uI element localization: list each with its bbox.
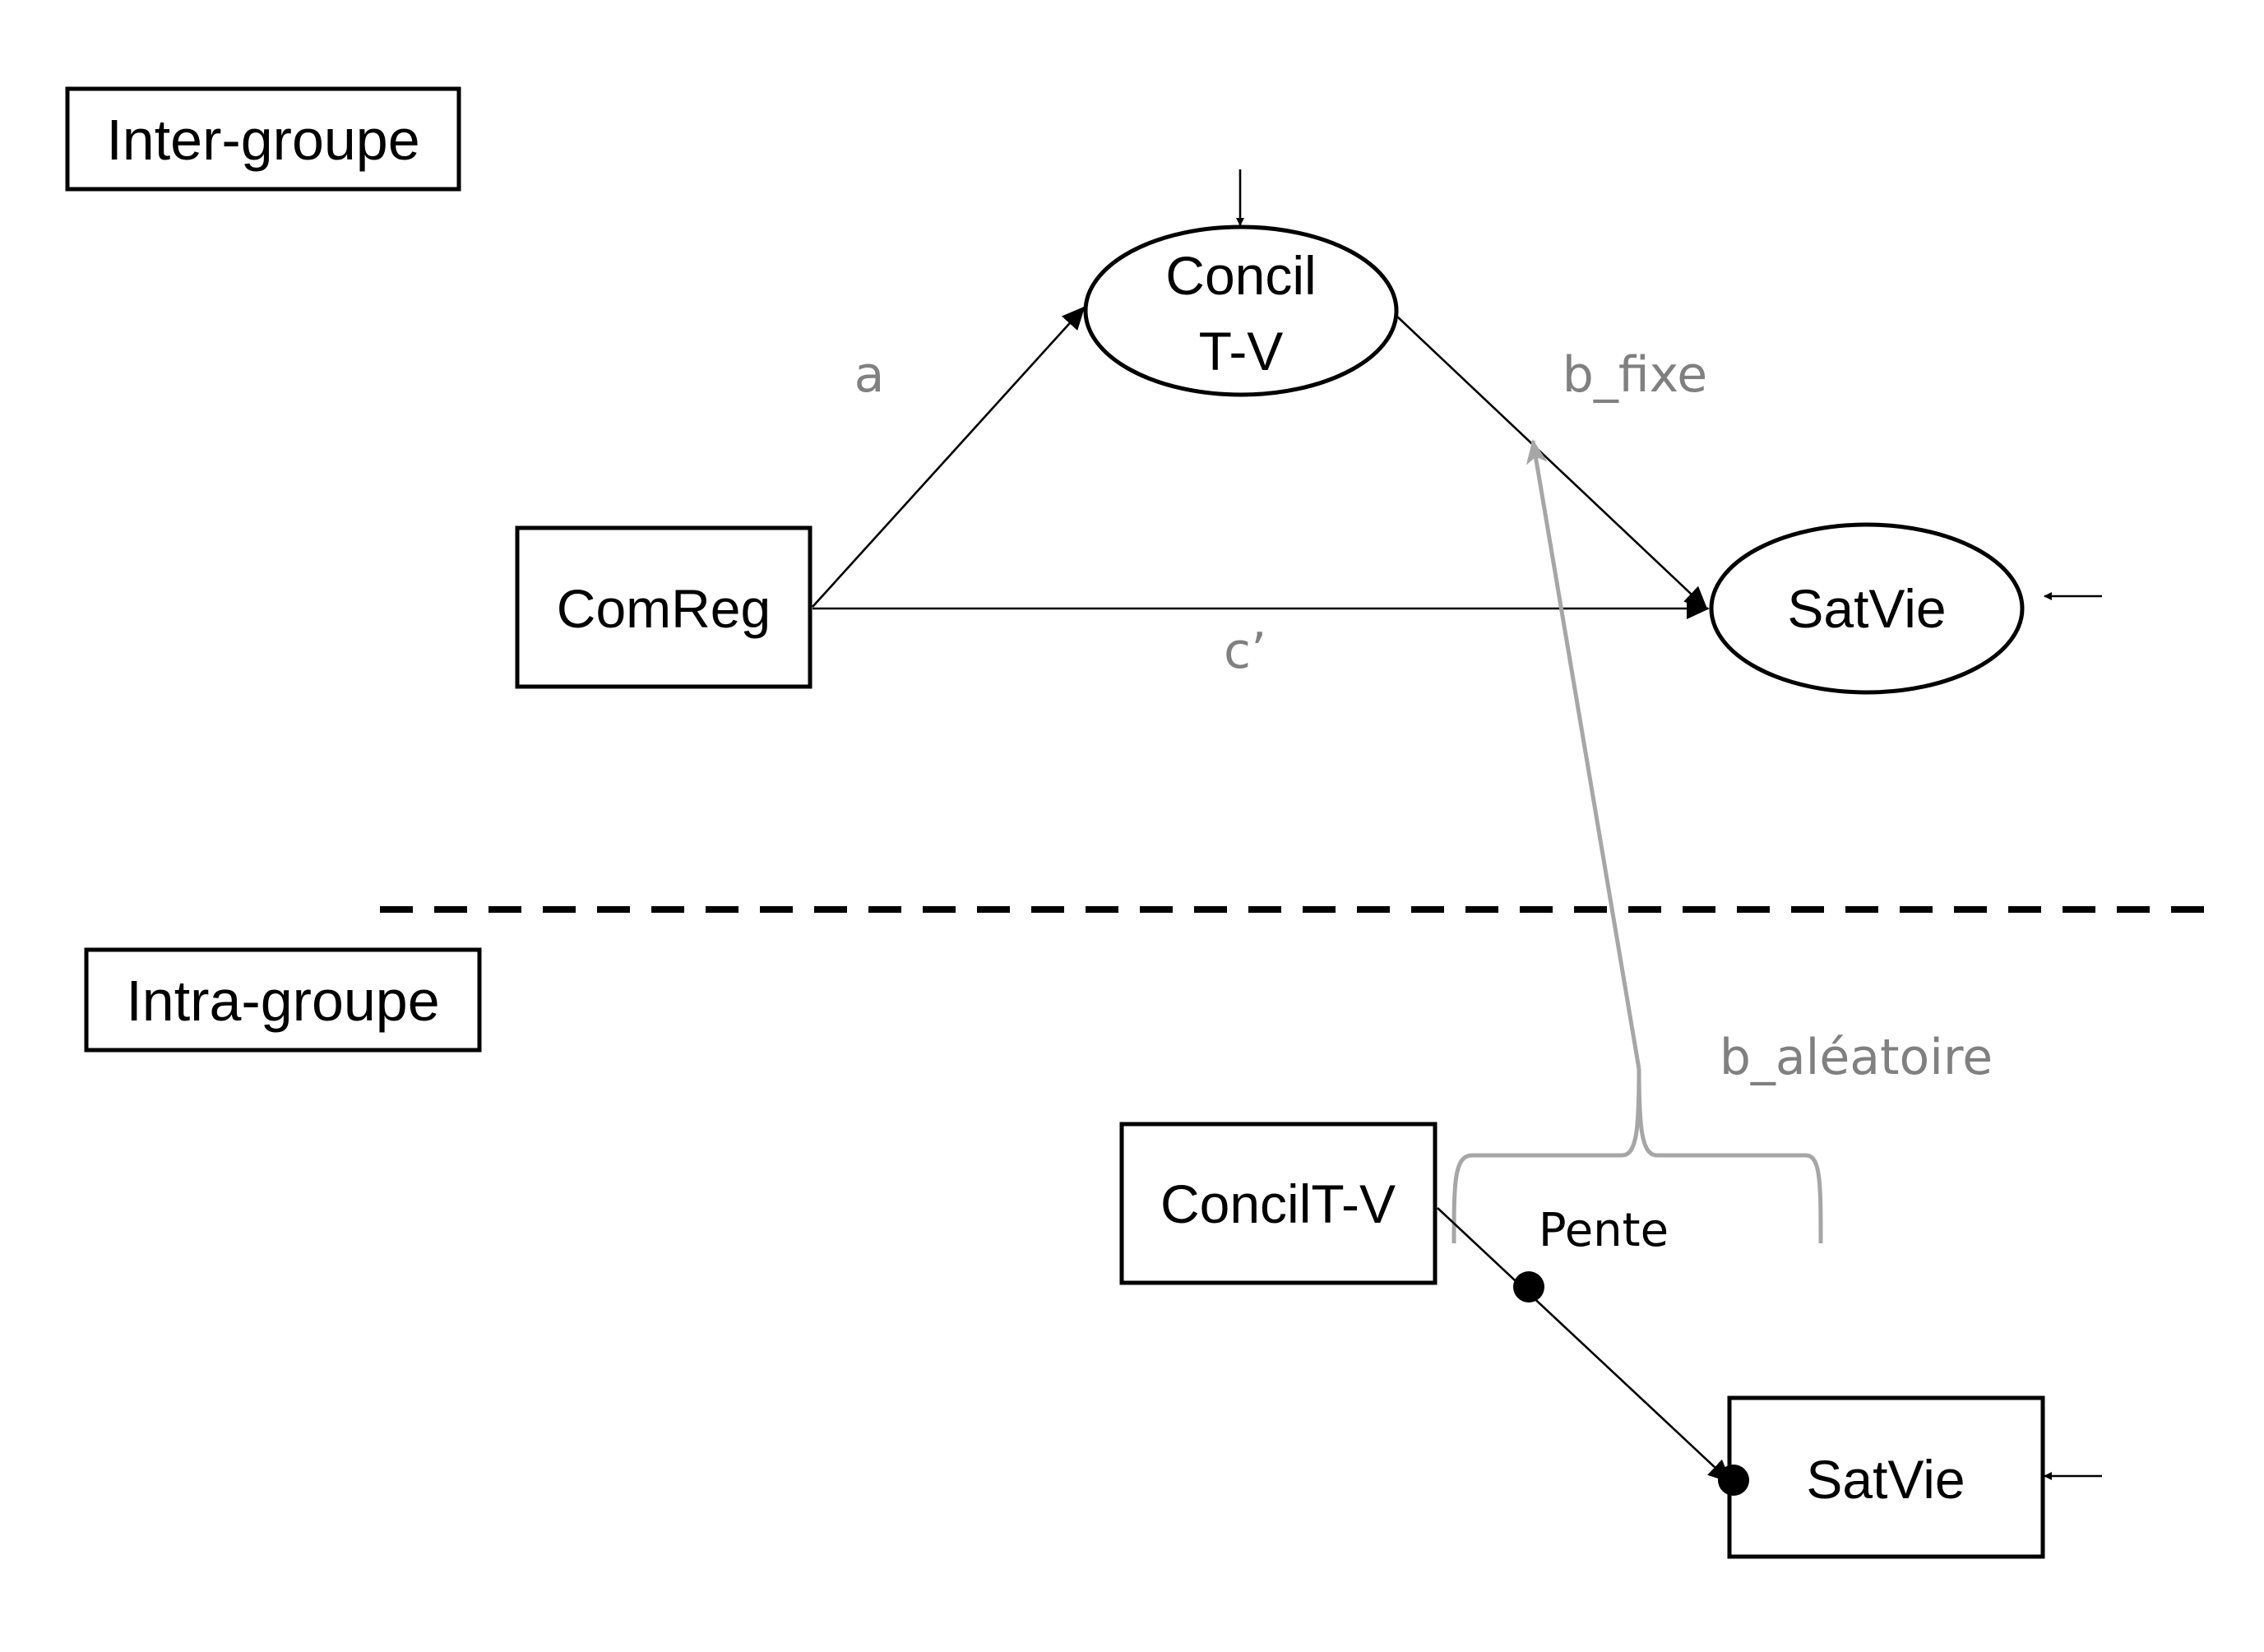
slope-dot: [1513, 1271, 1544, 1303]
node-satvie-within-label: SatVie: [1806, 1449, 1965, 1510]
node-comreg: ComReg: [515, 525, 813, 689]
section-label-within: Intra-groupe: [84, 947, 482, 1053]
section-label-between-text: Inter-groupe: [106, 108, 419, 172]
node-satvie-within: SatVie: [1727, 1395, 2045, 1559]
random-slope-dot: [1718, 1465, 1749, 1496]
section-label-between: Inter-groupe: [65, 86, 461, 192]
node-concil-between: Concil T-V: [1083, 224, 1399, 397]
within-slope-arrow: [1437, 1207, 1732, 1483]
node-concil-within: ConcilT-V: [1119, 1122, 1438, 1285]
node-satvie-between: SatVie: [1709, 522, 2025, 695]
node-concil-between-label-line1: Concil: [1165, 245, 1316, 306]
path-label-a: a: [854, 346, 885, 404]
slope-label: Pente: [1539, 1204, 1669, 1257]
section-label-within-text: Intra-groupe: [126, 969, 439, 1033]
random-slope-brace: [1451, 1068, 1823, 1244]
random-slope-arrow: [1526, 439, 1641, 1070]
path-label-b-random: b_aléatoire: [1720, 1029, 1993, 1086]
path-label-b-fixed: b_fixe: [1563, 346, 1707, 404]
node-concil-between-label-line2: T-V: [1199, 321, 1284, 382]
node-satvie-between-label: SatVie: [1787, 578, 1946, 639]
path-a-arrow: [812, 306, 1086, 608]
path-b-fixed-arrow: [1396, 315, 1708, 610]
node-concil-within-label: ConcilT-V: [1160, 1173, 1396, 1234]
node-comreg-label: ComReg: [557, 578, 771, 639]
path-label-c-prime: c’: [1224, 622, 1266, 680]
